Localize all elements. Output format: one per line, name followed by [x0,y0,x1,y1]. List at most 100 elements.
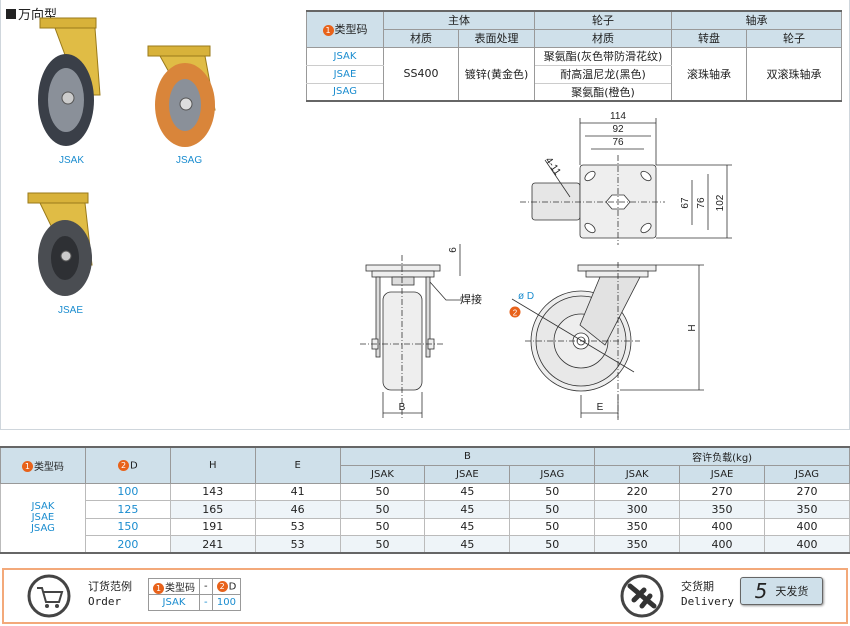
subheader-jsak: JSAK [594,464,681,484]
product-images [27,17,216,296]
cell-load: 270 [679,482,765,501]
weld-label: 焊接 [460,292,482,306]
order-v2: 100 [211,594,242,611]
type-code: JSAG [30,523,55,535]
type-code: JSAK [31,501,55,513]
cell-e: 46 [254,500,341,519]
dimension-labels: 114 92 76 4-11 67 76 102 6 焊接 ø D 2 B E … [399,111,726,413]
delivery-unit: 天发货 [775,585,809,598]
dim-102: 102 [715,194,726,211]
caster-image-jsag [147,45,216,147]
dim-76: 76 [612,137,624,148]
order-v1: JSAK [148,594,200,611]
wheel-material: 聚氨酯(灰色带防滑花纹) [534,47,672,66]
dim-92: 92 [612,124,624,135]
cell-load: 400 [679,535,765,554]
cell-load: 350 [594,517,681,536]
header-type-code: 类型码 [33,461,64,473]
header-wheel-bearing: 轮子 [746,28,842,48]
header-surface: 表面处理 [458,28,535,48]
dim-67: 67 [680,197,691,209]
delivery-label: 交货期 [681,580,714,593]
dim-h: H [687,324,698,331]
order-dash: - [199,578,213,595]
caster-image-jsak [38,17,101,146]
product-label: JSAE [58,305,84,316]
cell-d: 200 [84,535,171,554]
header-body: 主体 [383,10,535,30]
badge-2: 2 [513,309,518,318]
cell-b: 50 [509,500,596,519]
subheader-jsae: JSAE [424,464,511,484]
subheader-jsag: JSAG [764,464,850,484]
cell-load: 300 [594,500,681,519]
cell-b: 50 [509,535,596,554]
cell-b: 50 [509,482,596,501]
cell-load: 350 [679,500,765,519]
cell-b: 45 [424,500,511,519]
cart-icon [27,574,71,618]
cell-load: 400 [764,517,850,536]
header-type-code: 类型码 [334,23,368,37]
subheader-jsae: JSAE [679,464,765,484]
airplane-icon [620,574,664,618]
cell-b: 50 [339,482,426,501]
subheader-jsak: JSAK [339,464,426,484]
cell-d: 125 [84,500,171,519]
cell-b: 50 [339,535,426,554]
dim-114: 114 [610,111,626,122]
cell-b: 50 [339,500,426,519]
cell-b: 50 [339,517,426,536]
body-material: SS400 [383,47,459,102]
cell-load: 400 [679,517,765,536]
delivery-label-en: Delivery [681,595,734,608]
header-e: E [254,446,341,484]
subheader-jsag: JSAG [509,464,596,484]
cell-d: 100 [84,482,171,501]
badge-1: 1 [322,24,334,36]
product-label: JSAK [59,155,85,166]
badge-1: 1 [21,461,33,473]
cell-load: 350 [764,500,850,519]
order-h1: 类型码 [165,583,195,594]
cell-b: 45 [424,482,511,501]
side-view [511,262,657,420]
wheel-bearing: 双滚珠轴承 [746,47,842,102]
product-label: JSAG [176,155,203,166]
wheel-material: 耐高温尼龙(黑色) [534,65,672,84]
cell-b: 45 [424,535,511,554]
header-h: H [169,446,256,484]
dim-b: B [399,402,406,413]
technical-drawing: 114 92 76 4-11 67 76 102 6 焊接 ø D 2 B E … [360,111,732,420]
delivery-days-badge: 5 天发货 [740,577,823,605]
dim-phi-d: ø D [518,291,534,302]
badge-1: 1 [153,582,164,594]
cell-load: 400 [764,535,850,554]
cell-e: 41 [254,482,341,501]
swivel-bearing: 滚珠轴承 [671,47,747,102]
spec-code: JSAG [306,83,384,102]
caster-image-jsae [27,192,93,296]
order-label: 订货范例 [88,580,132,593]
order-panel [2,568,848,624]
cell-h: 165 [169,500,256,519]
cell-b: 45 [424,517,511,536]
cell-load: 350 [594,535,681,554]
order-label-en: Order [88,595,122,608]
cell-b: 50 [509,517,596,536]
surface-treatment: 镀锌(黄金色) [458,47,535,102]
delivery-days: 5 [754,579,768,603]
cell-e: 53 [254,535,341,554]
dim-holes: 4-11 [543,155,563,177]
dimension-lines [382,118,732,418]
spec-code: JSAE [306,65,384,84]
header-wheel: 轮子 [534,10,672,30]
header-wheel-material: 材质 [534,28,672,48]
